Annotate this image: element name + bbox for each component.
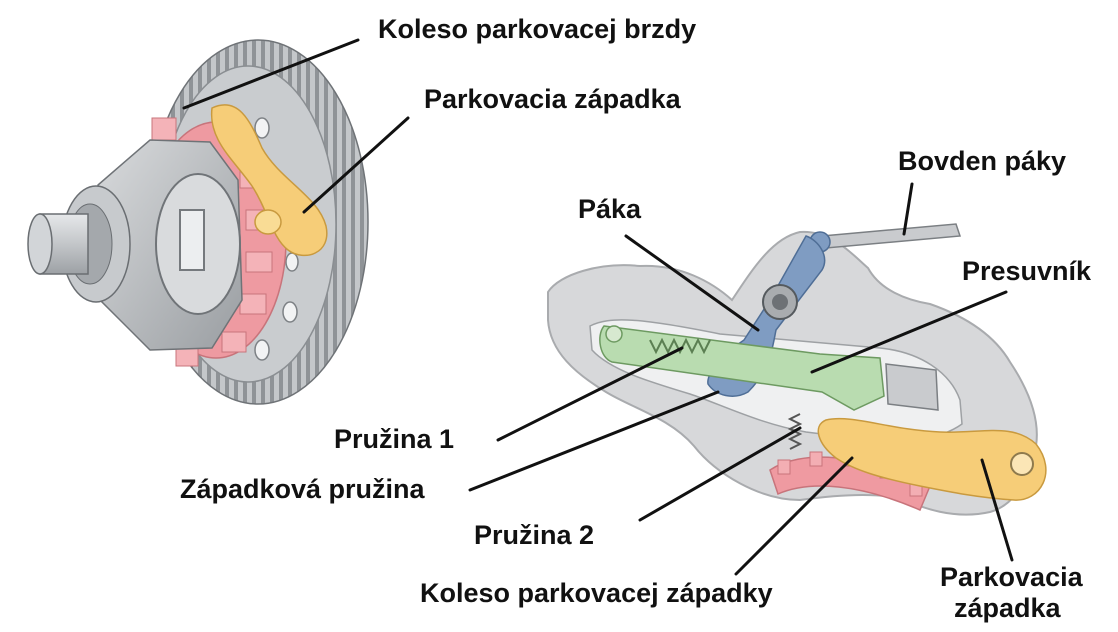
label-parkovacia-zapadka-bottom-line1: Parkovacia	[940, 562, 1083, 593]
shaft-end	[28, 214, 52, 274]
label-parkovacia-zapadka-top: Parkovacia západka	[424, 84, 681, 115]
label-bovden-paky: Bovden páky	[898, 146, 1066, 177]
differential-gear-assembly	[28, 40, 368, 404]
label-koleso-parkovacej-brzdy: Koleso parkovacej brzdy	[378, 14, 696, 45]
label-parkovacia-zapadka-bottom-line2: západka	[954, 593, 1061, 624]
pawl-right-pivot	[1011, 453, 1033, 475]
housing-pin-slot	[180, 210, 204, 270]
label-paka: Páka	[578, 194, 641, 225]
pawl-pivot-pin	[255, 210, 281, 234]
label-pruzina-2: Pružina 2	[474, 520, 594, 551]
leader-zapadkova-pruzina	[470, 392, 718, 490]
label-zapadkova-pruzina: Západková pružina	[180, 474, 425, 505]
label-koleso-parkovacej-zapadky: Koleso parkovacej západky	[420, 578, 773, 609]
guide-cylinder	[886, 364, 938, 410]
leader-bovden-paky	[904, 184, 912, 234]
label-presuvnik: Presuvník	[962, 256, 1091, 287]
bowden-cable	[822, 224, 960, 248]
label-pruzina-1: Pružina 1	[334, 424, 454, 455]
